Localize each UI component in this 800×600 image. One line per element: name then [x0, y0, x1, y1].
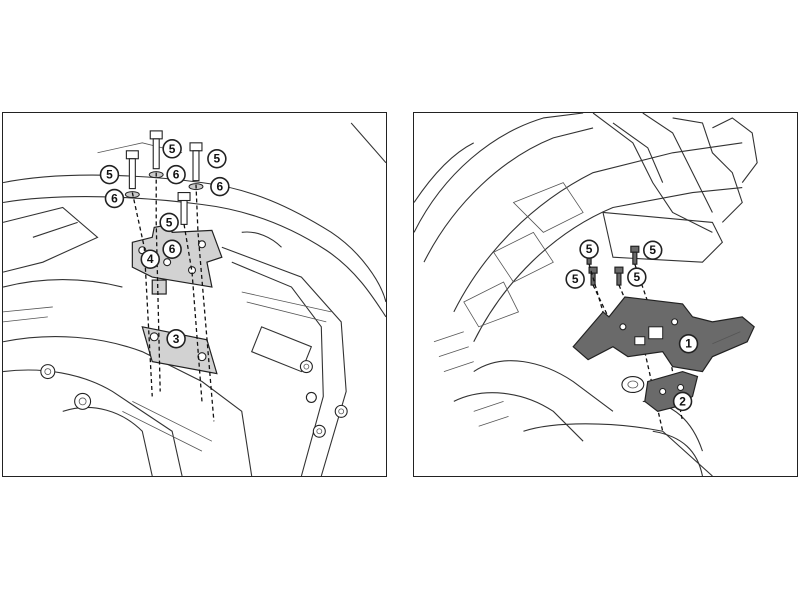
bolts-5 — [125, 130, 203, 225]
spacer-4 — [151, 279, 167, 295]
callout-5-b: 5 — [207, 149, 227, 169]
callout-5-a: 5 — [162, 139, 182, 159]
svg-text:5: 5 — [166, 215, 173, 229]
washers-6 — [124, 171, 204, 199]
svg-text:5: 5 — [214, 152, 221, 166]
callout-5-a: 5 — [579, 239, 599, 259]
svg-text:5: 5 — [572, 272, 579, 286]
svg-text:1: 1 — [685, 337, 692, 351]
svg-text:6: 6 — [173, 168, 180, 182]
svg-text:6: 6 — [217, 180, 224, 194]
callout-3: 3 — [166, 329, 186, 349]
svg-text:3: 3 — [173, 332, 180, 346]
tail-section-outline — [414, 113, 758, 476]
left-assembly-panel: 5 5 5 5 6 6 6 6 4 3 — [2, 112, 387, 477]
svg-text:6: 6 — [169, 242, 176, 256]
svg-text:4: 4 — [147, 252, 154, 266]
callout-5-d: 5 — [627, 267, 647, 287]
vehicle-frame-outline — [3, 122, 386, 476]
callout-5-c: 5 — [99, 164, 120, 185]
svg-text:5: 5 — [649, 243, 656, 257]
grommet — [621, 376, 645, 394]
svg-text:5: 5 — [634, 270, 641, 284]
callout-6-d: 6 — [162, 239, 182, 259]
svg-text:2: 2 — [679, 394, 686, 408]
svg-text:5: 5 — [586, 242, 593, 256]
callout-6-a: 6 — [166, 164, 186, 185]
callout-1: 1 — [678, 333, 699, 354]
callout-5-d: 5 — [159, 212, 179, 233]
callout-6-b: 6 — [210, 176, 230, 197]
right-assembly-drawing: 5 5 5 5 1 2 — [414, 113, 758, 476]
svg-text:5: 5 — [106, 168, 113, 182]
svg-text:6: 6 — [111, 192, 118, 206]
bracket-plate-3 — [141, 326, 218, 375]
callout-4: 4 — [140, 249, 160, 269]
callout-2: 2 — [672, 391, 693, 412]
callout-5-c: 5 — [565, 269, 585, 289]
frame-bolt-heads — [40, 360, 348, 438]
callout-5-b: 5 — [642, 240, 663, 260]
callout-6-c: 6 — [104, 188, 125, 209]
right-assembly-panel: 5 5 5 5 1 2 — [413, 112, 798, 477]
svg-text:5: 5 — [169, 142, 176, 156]
main-bracket-1 — [572, 296, 755, 373]
assembly-guide-lines — [131, 172, 215, 422]
left-assembly-drawing: 5 5 5 5 6 6 6 6 4 3 — [3, 122, 386, 476]
